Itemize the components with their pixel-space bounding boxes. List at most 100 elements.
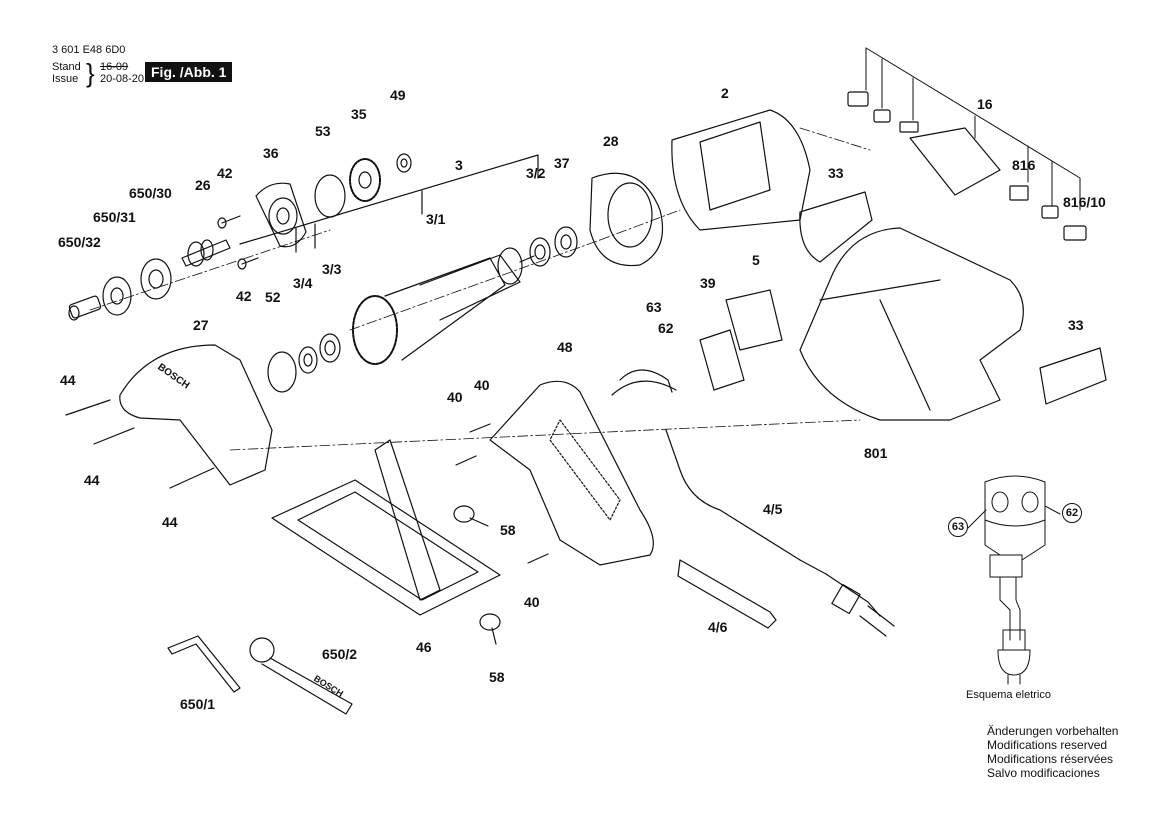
screw-42a — [217, 215, 241, 229]
part-number: 42 — [217, 165, 233, 181]
brush-cover-33-top — [799, 191, 873, 263]
stand-label: Stand — [52, 61, 81, 73]
part-number: 26 — [195, 177, 211, 193]
part-number: 46 — [416, 639, 432, 655]
figure-label: Fig. /Abb. 1 — [145, 62, 233, 82]
field-2 — [671, 109, 811, 231]
bearing-37 — [554, 226, 578, 258]
part-number: 28 — [603, 133, 619, 149]
screw-40b — [455, 455, 477, 466]
knob-58a — [453, 505, 489, 527]
armature-3 — [352, 247, 535, 365]
note-line: Modifications réservées — [987, 752, 1114, 766]
brush-holder-39 — [699, 329, 745, 391]
wiring-diagram — [967, 475, 1061, 685]
part-number: 36 — [263, 145, 279, 161]
part-number: 801 — [864, 445, 888, 461]
note-line: Salvo modificaciones — [987, 766, 1100, 780]
part-number: 650/2 — [322, 646, 358, 662]
part-number: 44 — [162, 514, 178, 530]
part-number: 5 — [752, 252, 760, 268]
screw-44c — [169, 467, 215, 489]
base-plate-46 — [271, 439, 501, 616]
part-number: 4/5 — [763, 501, 783, 517]
part-number: 40 — [447, 389, 463, 405]
part-number: 35 — [351, 106, 367, 122]
baffle-28 — [589, 172, 664, 267]
part-number: 44 — [60, 372, 76, 388]
part-number: 16 — [977, 96, 993, 112]
part-number: 3/2 — [526, 165, 546, 181]
flange-nut-650-31 — [102, 276, 132, 316]
screw-44a — [65, 399, 111, 416]
switch-group-bracket — [865, 47, 1081, 211]
note-line: Änderungen vorbehalten — [987, 724, 1119, 738]
power-cord-4-5 — [665, 429, 895, 637]
wiring-callout-62: 62 — [1062, 503, 1082, 523]
motor-housing-801 — [799, 227, 1024, 421]
hex-key-650-1 — [167, 635, 241, 693]
part-number: 49 — [390, 87, 406, 103]
part-number: 650/31 — [93, 209, 136, 225]
part-number: 650/30 — [129, 185, 172, 201]
part-number: 62 — [658, 320, 674, 336]
bearing-3-3 — [319, 333, 341, 363]
part-number: 4/6 — [708, 619, 728, 635]
part-number: 63 — [646, 299, 662, 315]
issue-date: 20-08-20 — [100, 73, 145, 85]
stand-date: 16-09 — [100, 61, 129, 73]
armature-group-bracket — [239, 154, 539, 253]
wiring-callout-63: 63 — [948, 517, 968, 537]
part-number: 816/10 — [1063, 194, 1106, 210]
part-number: 37 — [554, 155, 570, 171]
flange-650-30 — [140, 258, 172, 300]
o-ring-53 — [314, 174, 346, 218]
part-number: 58 — [489, 669, 505, 685]
spanner-650-2 — [249, 637, 353, 715]
header-brace: } — [86, 58, 95, 88]
bearing-49 — [396, 153, 412, 173]
screw-40a — [469, 423, 491, 433]
part-number: 40 — [474, 377, 490, 393]
part-number: 3/1 — [426, 211, 446, 227]
part-number: 58 — [500, 522, 516, 538]
part-number: 48 — [557, 339, 573, 355]
o-ring-52 — [267, 351, 297, 393]
screw-650-32 — [68, 295, 102, 321]
part-number: 39 — [700, 275, 716, 291]
switch-parts-16 — [847, 91, 1087, 241]
issue-label: Issue — [52, 73, 79, 85]
part-number: 3/3 — [322, 261, 342, 277]
part-number: 53 — [315, 123, 331, 139]
part-number: 3/4 — [293, 275, 313, 291]
part-number: 3 — [455, 157, 463, 173]
wiring-caption: Esquema eletrico — [966, 689, 1051, 701]
gear-35 — [349, 158, 381, 202]
screw-42b — [237, 257, 259, 270]
knob-58b — [479, 613, 501, 645]
bearing-flange-36 — [255, 182, 307, 248]
part-number: 650/32 — [58, 234, 101, 250]
part-number: 44 — [84, 472, 100, 488]
bearing-3-4 — [298, 346, 318, 374]
leads-62-63 — [611, 369, 677, 396]
drawing-number: 3 601 E48 6D0 — [52, 44, 126, 56]
part-number: 650/1 — [180, 696, 216, 712]
part-number: 816 — [1012, 157, 1036, 173]
part-number: 2 — [721, 85, 729, 101]
blade-guard-27 — [119, 344, 273, 486]
handle-48 — [489, 380, 654, 566]
part-number: 27 — [193, 317, 209, 333]
brush-holder-5 — [725, 289, 783, 351]
part-number: 42 — [236, 288, 252, 304]
note-line: Modifications reserved — [987, 738, 1108, 752]
part-number: 33 — [1068, 317, 1084, 333]
part-number: 33 — [828, 165, 844, 181]
cord-guard-4-6 — [677, 559, 777, 629]
screw-44b — [93, 427, 135, 445]
screw-40c — [527, 553, 549, 564]
part-number: 40 — [524, 594, 540, 610]
spindle-26 — [181, 239, 231, 267]
